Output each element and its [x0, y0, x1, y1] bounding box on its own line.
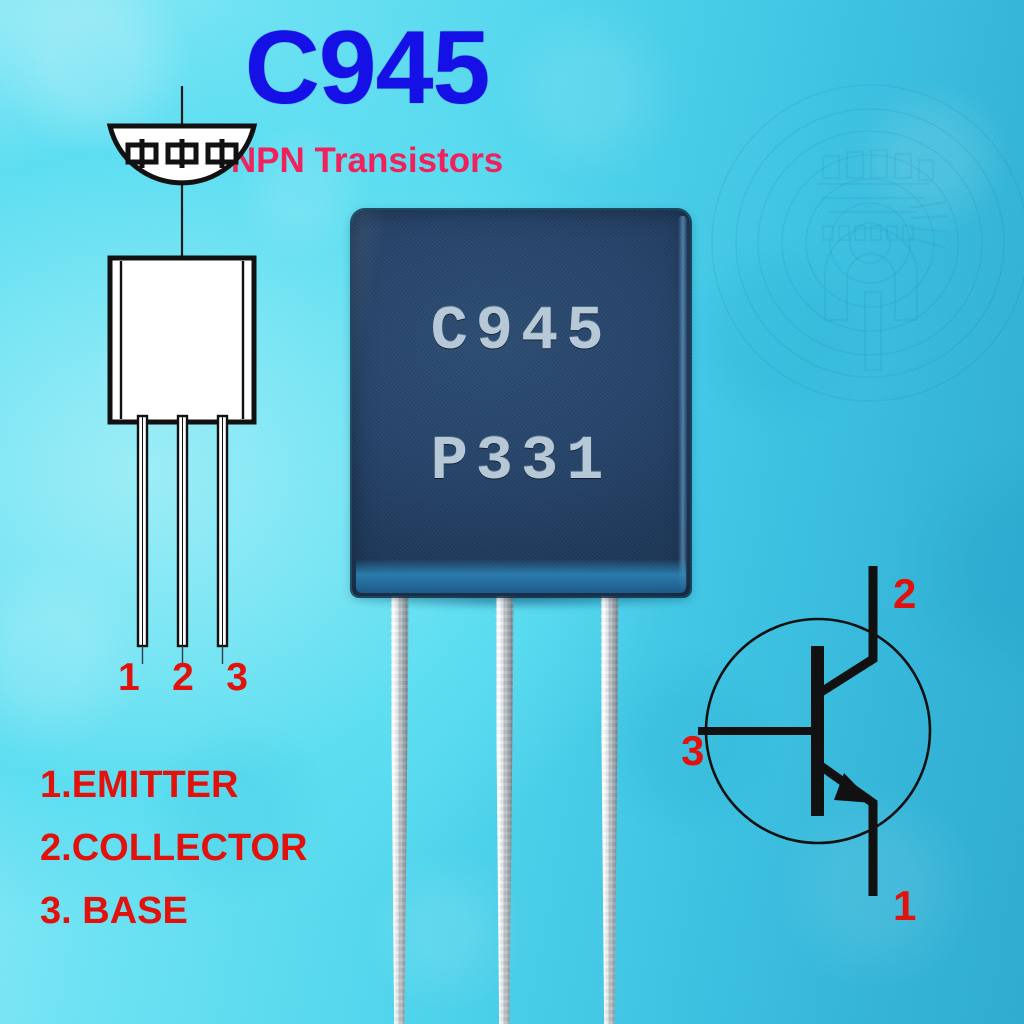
transistor-lead-3 — [600, 580, 619, 1024]
package-marking-part-number: C945 — [430, 296, 612, 367]
npn-schematic-symbol — [698, 566, 932, 896]
drawn-lead-group — [136, 414, 229, 648]
drawn-lead-3 — [216, 414, 229, 648]
transistor-package-body: C945 P331 — [352, 210, 690, 596]
legend-item-collector: 2.COLLECTOR — [40, 827, 308, 869]
legend-item-emitter: 1.EMITTER — [40, 764, 239, 806]
schematic-collector-lead — [815, 566, 878, 698]
page-subtitle: NPN Transistors — [230, 141, 504, 180]
pin-hole-3 — [205, 139, 239, 168]
pin-hole-2 — [165, 139, 199, 168]
transistor-lead-1 — [390, 580, 409, 1024]
pin-hole-1 — [125, 139, 159, 168]
package-edge-highlight — [678, 216, 687, 588]
pin-number-1: 1 — [118, 656, 140, 699]
package-outline-drawing — [106, 86, 258, 664]
pin-number-2: 2 — [172, 656, 194, 699]
page-title: C945 — [244, 10, 491, 126]
pin-number-row: 1 2 3 — [118, 658, 248, 697]
package-front-view-outline — [107, 255, 257, 425]
legend-item-base: 3. BASE — [40, 890, 188, 932]
package-base-band — [356, 559, 686, 593]
pin-leader-lines — [141, 646, 224, 664]
schematic-pin-label-base: 3 — [681, 727, 705, 774]
schematic-pin-label-collector: 2 — [893, 570, 917, 617]
pin-number-3: 3 — [226, 656, 248, 699]
schematic-pin-label-emitter: 1 — [893, 882, 917, 929]
drawn-lead-1 — [136, 414, 149, 648]
transistor-lead-2 — [495, 580, 514, 1024]
schematic-emitter-arrow-icon — [834, 773, 873, 803]
pin-hole-group — [125, 139, 239, 168]
transistor-photo: C945 P331 — [338, 196, 708, 1024]
package-marking-date-code: P331 — [430, 426, 612, 497]
pinout-legend: 1.EMITTER 2.COLLECTOR 3. BASE — [40, 766, 307, 955]
drawn-lead-2 — [176, 414, 189, 648]
